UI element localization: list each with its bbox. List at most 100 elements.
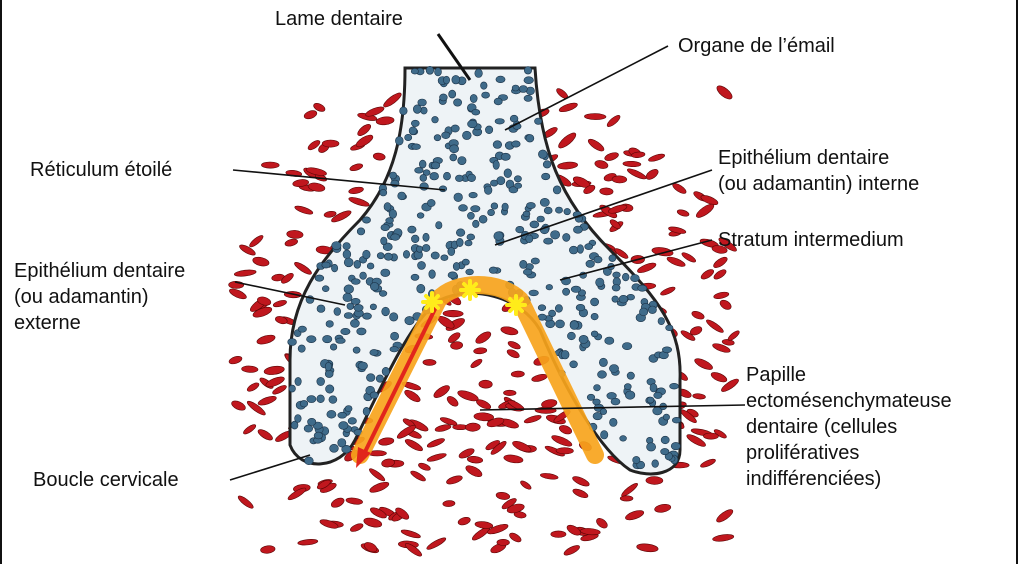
epithelial-cell: [526, 135, 534, 143]
epithelial-cell: [416, 246, 422, 252]
epithelial-cell: [341, 328, 350, 334]
epithelial-cell: [648, 306, 656, 314]
epithelial-cell: [587, 394, 595, 400]
epithelial-cell: [325, 370, 333, 377]
epithelial-cell: [537, 216, 545, 222]
epithelial-cell: [472, 109, 480, 115]
epithelial-cell: [344, 285, 354, 294]
epithelial-cell: [544, 238, 553, 244]
epithelial-cell: [555, 305, 562, 313]
epithelial-cell: [389, 210, 397, 219]
epithelial-cell: [304, 425, 313, 432]
epithelial-cell: [344, 313, 353, 319]
epithelial-cell: [471, 206, 480, 212]
mesenchyme-cell: [584, 113, 606, 119]
epithelial-cell: [479, 215, 487, 223]
epithelial-cell: [591, 298, 599, 306]
mesenchyme-cell: [241, 366, 258, 373]
epithelial-cell: [390, 313, 398, 321]
label-epithelium-externe: Epithélium dentaire (ou adamantin) exter…: [14, 258, 185, 336]
epithelial-cell: [523, 211, 530, 217]
mesenchyme-cell: [445, 394, 459, 408]
mesenchyme-cell: [636, 543, 658, 553]
epithelial-cell: [493, 141, 502, 149]
mesenchyme-cell: [434, 423, 451, 432]
epithelial-cell: [315, 275, 324, 281]
mesenchyme-cell: [346, 497, 363, 505]
mesenchyme-cell: [237, 494, 255, 510]
mesenchyme-cell: [248, 234, 265, 249]
epithelial-cell: [391, 332, 399, 340]
epithelial-cell: [639, 308, 647, 316]
epithelial-cell: [419, 160, 426, 168]
epithelial-cell: [625, 391, 635, 399]
epithelial-cell: [663, 414, 669, 420]
epithelial-cell: [420, 174, 427, 181]
mesenchyme-cell: [348, 186, 364, 195]
epithelial-cell: [411, 69, 418, 75]
mesenchyme-cell: [660, 286, 677, 297]
mesenchyme-cell: [479, 380, 493, 388]
mesenchyme-cell: [348, 196, 370, 208]
epithelial-cell: [370, 282, 379, 290]
mesenchyme-cell: [550, 434, 573, 449]
mesenchyme-cell: [228, 287, 248, 301]
epithelial-cell: [466, 269, 474, 275]
epithelial-cell: [627, 372, 634, 379]
mesenchyme-cell: [354, 133, 374, 149]
epithelial-cell: [491, 203, 498, 209]
epithelial-cell: [473, 220, 480, 227]
epithelial-cell: [661, 436, 669, 444]
epithelial-cell: [295, 377, 301, 385]
epithelial-cell: [609, 255, 616, 262]
epithelial-cell: [370, 392, 378, 399]
epithelial-cell: [322, 262, 330, 268]
epithelial-cell: [363, 313, 372, 319]
epithelial-cell: [307, 336, 317, 343]
epithelial-cell: [622, 343, 632, 350]
epithelial-cell: [308, 418, 316, 425]
epithelial-cell: [434, 135, 441, 141]
mesenchyme-cell: [506, 348, 521, 360]
epithelial-cell: [431, 252, 439, 259]
mesenchyme-cell: [604, 151, 620, 162]
epithelial-cell: [591, 313, 598, 320]
star-2: [461, 281, 479, 299]
epithelial-cell: [524, 77, 534, 84]
mesenchyme-cell: [319, 518, 339, 530]
mesenchyme-cell: [303, 109, 318, 120]
epithelial-cell: [405, 316, 414, 324]
epithelial-cell: [601, 431, 608, 439]
mesenchyme-cell: [426, 437, 445, 449]
label-epithelium-interne: Epithélium dentaire (ou adamantin) inter…: [718, 145, 919, 197]
epithelial-cell: [544, 207, 552, 214]
epithelial-cell: [411, 274, 419, 280]
epithelial-cell: [384, 253, 392, 260]
mesenchyme-cell: [693, 356, 714, 371]
mesenchyme-cell: [363, 516, 383, 528]
mesenchyme-cell: [294, 204, 314, 215]
mesenchyme-cell: [556, 448, 574, 455]
epithelial-cell: [305, 457, 314, 465]
epithelial-cell: [613, 272, 621, 278]
epithelial-cell: [343, 293, 352, 301]
epithelial-cell: [612, 296, 619, 302]
epithelial-cell: [504, 169, 512, 178]
epithelial-cell: [417, 213, 424, 219]
epithelial-cell: [338, 412, 347, 418]
epithelial-cell: [535, 118, 542, 124]
epithelial-cell: [441, 255, 448, 261]
mesenchyme-cell: [409, 469, 426, 483]
mesenchyme-cell: [473, 347, 487, 354]
mesenchyme-cell: [595, 516, 609, 530]
mesenchyme-cell: [256, 428, 274, 443]
epithelial-cell: [654, 392, 662, 398]
epithelial-cell: [465, 240, 472, 246]
epithelial-cell: [358, 362, 368, 370]
epithelial-cell: [354, 260, 361, 268]
epithelial-cell: [591, 331, 598, 337]
epithelial-cell: [427, 199, 435, 206]
epithelial-cell: [298, 326, 306, 332]
label-papille: Papille ectomésenchymateuse dentaire (ce…: [746, 362, 952, 492]
epithelial-cell: [390, 172, 397, 179]
